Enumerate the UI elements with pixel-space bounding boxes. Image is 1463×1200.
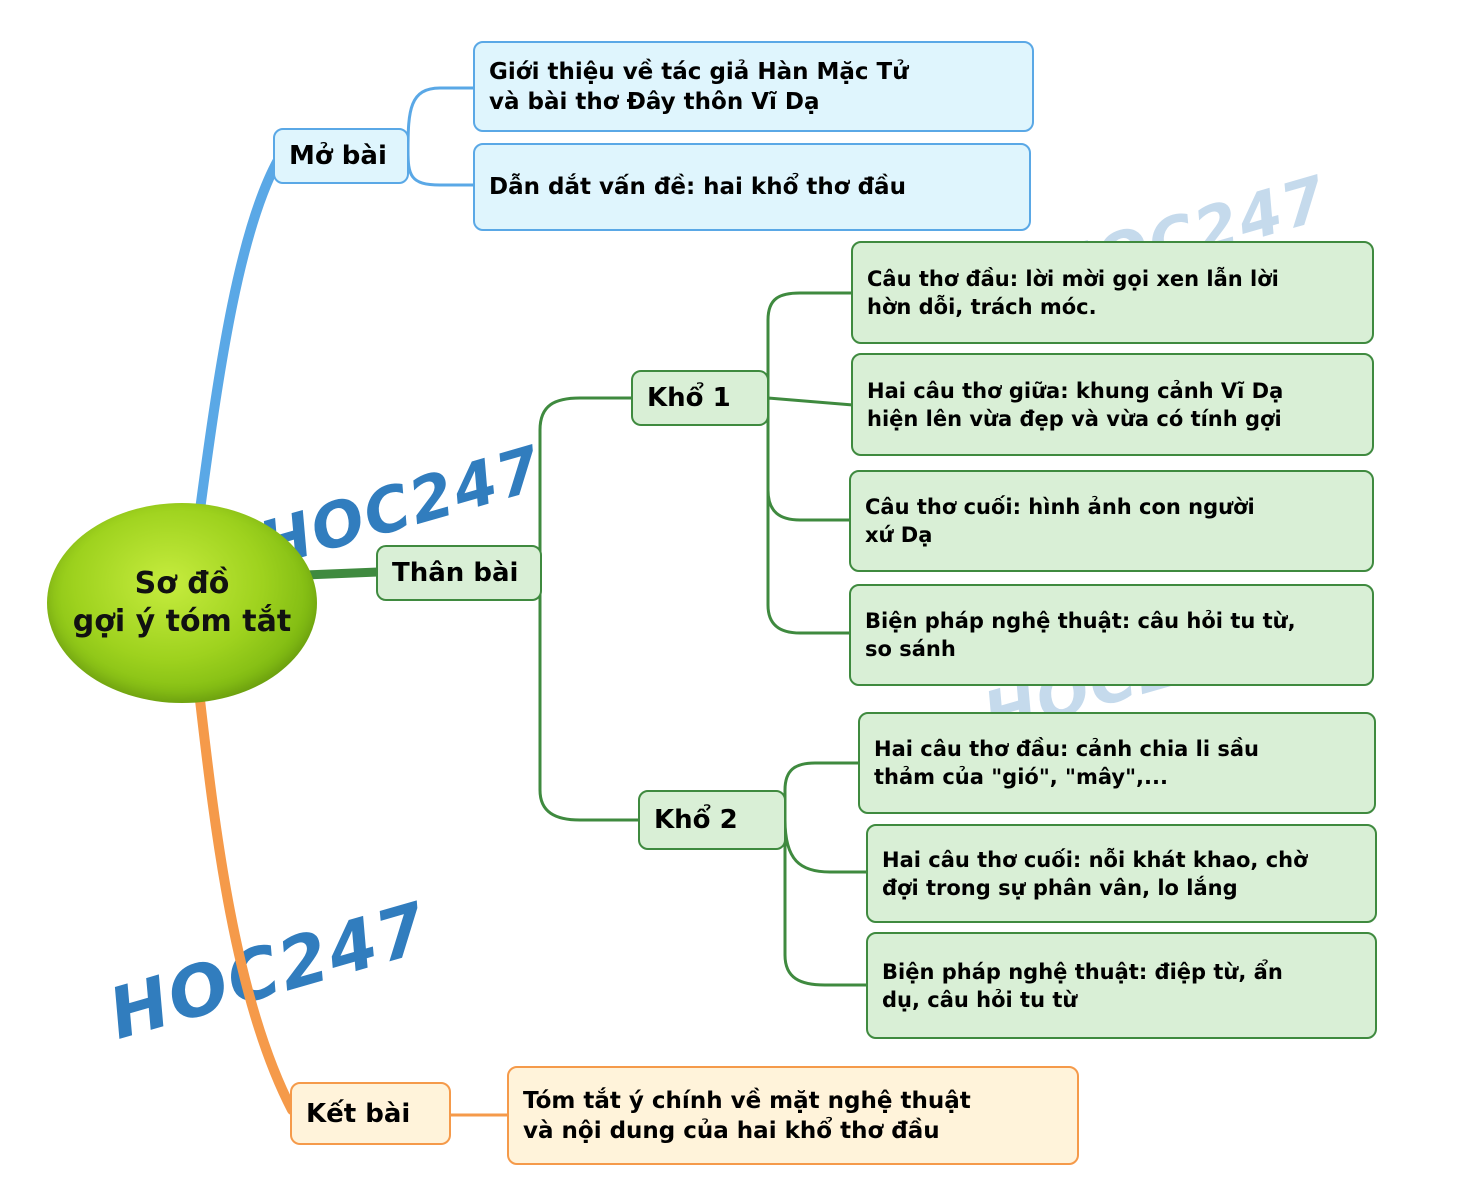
kho1-item-line2: hờn dỗi, trách móc. (867, 294, 1097, 319)
central-topic-line1: Sơ đồ (134, 566, 230, 601)
kho2-item-line1: Hai câu thơ cuối: nỗi khát khao, chờ (882, 847, 1308, 872)
node-than-bai-label: Thân bài (392, 558, 519, 588)
kho2-item-line2: đợi trong sự phân vân, lo lắng (882, 875, 1238, 900)
node-mo-bai[interactable]: Mở bài (273, 128, 409, 184)
central-topic: Sơ đồ gợi ý tóm tắt (47, 503, 317, 703)
kho2-item-line2: thảm của "gió", "mây",... (874, 765, 1168, 789)
kho1-item[interactable]: Câu thơ đầu: lời mời gọi xen lẫn lời hờn… (851, 241, 1374, 344)
connector-mo-bai-items (406, 86, 475, 187)
connector-kho2-items (783, 761, 868, 987)
node-ket-bai-summary[interactable]: Tóm tắt ý chính về mặt nghệ thuật và nội… (507, 1066, 1079, 1165)
kho1-item-line1: Biện pháp nghệ thuật: câu hỏi tu từ, (865, 609, 1296, 633)
kho2-item-line2: dụ, câu hỏi tu từ (882, 987, 1078, 1012)
kho1-item-line1: Câu thơ cuối: hình ảnh con người (865, 495, 1255, 519)
summary-line2: và nội dung của hai khổ thơ đầu (523, 1117, 940, 1144)
node-mo-bai-lead[interactable]: Dẫn dắt vấn đề: hai khổ thơ đầu (473, 143, 1031, 231)
node-mo-bai-label: Mở bài (289, 141, 387, 171)
kho1-item-line1: Câu thơ đầu: lời mời gọi xen lẫn lời (867, 266, 1279, 291)
connector-than-bai (304, 567, 379, 580)
kho2-item[interactable]: Biện pháp nghệ thuật: điệp từ, ẩn dụ, câ… (866, 932, 1377, 1039)
summary-line1: Tóm tắt ý chính về mặt nghệ thuật (523, 1087, 971, 1114)
kho1-item-line2: xứ Dạ (865, 523, 933, 547)
kho2-item-line1: Hai câu thơ đầu: cảnh chia li sầu (874, 737, 1259, 761)
lead-text: Dẫn dắt vấn đề: hai khổ thơ đầu (489, 174, 906, 200)
node-than-bai[interactable]: Thân bài (376, 545, 542, 601)
kho1-item-line1: Hai câu thơ giữa: khung cảnh Vĩ Dạ (867, 378, 1284, 403)
kho1-item[interactable]: Câu thơ cuối: hình ảnh con người xứ Dạ (849, 470, 1374, 572)
kho1-item[interactable]: Biện pháp nghệ thuật: câu hỏi tu từ, so … (849, 584, 1374, 686)
connector-mo-bai (195, 155, 283, 515)
connector-kho (538, 396, 640, 822)
kho2-item[interactable]: Hai câu thơ đầu: cảnh chia li sầu thảm c… (858, 712, 1376, 814)
node-ket-bai[interactable]: Kết bài (290, 1082, 451, 1145)
kho1-item-line2: so sánh (865, 637, 956, 661)
kho1-item[interactable]: Hai câu thơ giữa: khung cảnh Vĩ Dạ hiện … (851, 353, 1374, 456)
node-kho-1-label: Khổ 1 (647, 383, 731, 413)
kho1-item-line2: hiện lên vừa đẹp và vừa có tính gợi (867, 406, 1282, 431)
kho2-item[interactable]: Hai câu thơ cuối: nỗi khát khao, chờ đợi… (866, 824, 1377, 923)
central-topic-line2: gợi ý tóm tắt (72, 604, 292, 639)
kho2-item-line1: Biện pháp nghệ thuật: điệp từ, ẩn (882, 959, 1283, 984)
connector-kho1-items (766, 291, 854, 635)
node-ket-bai-label: Kết bài (306, 1098, 411, 1129)
intro-line2: và bài thơ Đây thôn Vĩ Dạ (489, 88, 820, 115)
connector-ket-bai (195, 695, 297, 1115)
node-kho-1[interactable]: Khổ 1 (631, 370, 769, 426)
intro-line1: Giới thiệu về tác giả Hàn Mặc Tử (489, 58, 909, 85)
node-kho-2[interactable]: Khổ 2 (638, 790, 786, 850)
node-mo-bai-intro[interactable]: Giới thiệu về tác giả Hàn Mặc Tử và bài … (473, 41, 1034, 132)
node-kho-2-label: Khổ 2 (654, 805, 738, 835)
